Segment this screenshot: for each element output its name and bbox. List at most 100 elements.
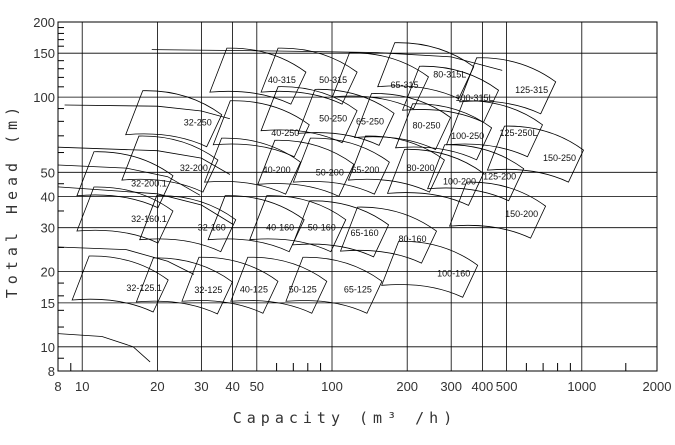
region-label: 40-125 (240, 284, 268, 294)
region-label: 32-200.1 (131, 179, 167, 189)
x-tick-label: 50 (250, 379, 264, 394)
pump-region-50-125 (230, 256, 328, 314)
pump-region-50-200 (257, 139, 355, 197)
pump-region-80-160 (339, 206, 437, 264)
pump-region-80-200 (347, 135, 445, 193)
region-label: 32-125.1 (126, 283, 162, 293)
pump-region-50-315 (260, 47, 358, 105)
pump-region-32-200.1 (76, 151, 174, 209)
region-label: 80-200 (406, 163, 434, 173)
region-label: 80-250 (413, 120, 441, 130)
y-axis-label: Total Head (m) (3, 102, 21, 298)
pump-region-32-125.1 (71, 255, 169, 313)
pump-region-150-250 (486, 125, 584, 183)
x-tick-label: 10 (75, 379, 89, 394)
y-tick-label: 40 (41, 190, 55, 205)
x-tick-label: 40 (225, 379, 239, 394)
region-label: 80-160 (398, 234, 426, 244)
region-label: 40-250 (271, 128, 299, 138)
pump-region-50-250 (260, 86, 358, 144)
pump-region-40-315 (209, 47, 307, 105)
pump-region-100-200 (386, 148, 485, 206)
x-tick-label: 1000 (567, 379, 596, 394)
region-labels: 40-315 50-315 65-315 80-315L 100-315L 125-315… (126, 70, 576, 295)
envelope-curve (64, 104, 231, 120)
pump-region-125-250L (445, 100, 544, 158)
pump-region-150-200 (448, 181, 547, 239)
region-label: 65-315 (390, 80, 418, 90)
envelope-curve (57, 246, 195, 275)
x-tick-label: 500 (496, 379, 518, 394)
region-label: 32-200 (180, 163, 208, 173)
y-tick-label: 150 (33, 46, 55, 61)
pump-region-40-160 (207, 195, 305, 253)
region-label: 100-250 (451, 131, 484, 141)
y-tick-label: 100 (33, 90, 55, 105)
pump-region-65-160 (291, 200, 390, 258)
region-label: 50-250 (319, 114, 347, 124)
curves (57, 42, 584, 363)
region-label: 65-200 (351, 165, 379, 175)
region-label: 40-315 (268, 75, 296, 85)
pump-region-100-160 (381, 240, 479, 298)
region-label: 125-315 (515, 85, 548, 95)
pump-region-32-160.1 (76, 186, 174, 244)
envelope-curve (151, 49, 503, 71)
region-label: 50-200 (316, 167, 344, 177)
pump-region-65-315 (331, 52, 429, 110)
region-label: 100-160 (437, 268, 470, 278)
x-tick-label: 30 (194, 379, 208, 394)
pump-region-50-160 (249, 195, 347, 253)
region-label: 40-200 (263, 165, 291, 175)
pump-region-125-200 (427, 144, 525, 202)
region-label: 100-200 (443, 176, 476, 186)
pump-region-32-160 (139, 195, 237, 253)
region-label: 50-160 (308, 223, 336, 233)
pump-region-40-125 (181, 256, 279, 314)
region-label: 125-250L (499, 128, 537, 138)
pump-region-100-250 (394, 103, 493, 161)
pump-region-40-200 (203, 137, 302, 195)
y-tick-label: 200 (33, 15, 55, 30)
pump-region-65-250 (297, 88, 395, 146)
region-label: 150-200 (505, 209, 538, 219)
x-tick-label: 200 (396, 379, 418, 394)
x-tick-label: 300 (440, 379, 462, 394)
region-label: 80-315L (433, 70, 466, 80)
y-tick-label: 10 (41, 340, 55, 355)
x-tick-label: 20 (150, 379, 164, 394)
region-label: 65-160 (351, 228, 379, 238)
envelope-curve (57, 164, 201, 196)
y-tick-label: 50 (41, 165, 55, 180)
x-tick-label: 8 (54, 379, 61, 394)
pump-region-32-250 (125, 90, 223, 148)
pump-region-65-200 (292, 137, 390, 195)
y-tick-label: 30 (41, 221, 55, 236)
y-tick-label: 20 (41, 265, 55, 280)
pump-region-32-125 (135, 257, 233, 315)
region-label: 100-315L (456, 93, 494, 103)
region-label: 40-160 (266, 223, 294, 233)
region-label: 50-125 (289, 284, 317, 294)
region-label: 50-315 (319, 75, 347, 85)
envelope-curve (57, 186, 233, 225)
pump-region-80-315L (377, 42, 475, 100)
pump-region-40-250 (212, 100, 310, 158)
x-axis-label: Capacity (m³ /h) (233, 409, 458, 427)
region-label: 32-125 (194, 285, 222, 295)
x-tick-label: 2000 (643, 379, 672, 394)
region-label: 32-160 (198, 223, 226, 233)
region-label: 150-250 (543, 153, 576, 163)
region-label: 125-200 (483, 172, 516, 182)
region-label: 65-125 (344, 284, 372, 294)
x-tick-label: 400 (472, 379, 494, 394)
envelope-curve (57, 146, 231, 175)
x-tick-label: 100 (321, 379, 343, 394)
region-label: 32-250 (184, 118, 212, 128)
region-label: 32-160.1 (131, 214, 167, 224)
y-tick-label: 8 (48, 364, 55, 379)
pump-region-32-200 (121, 135, 219, 193)
region-label: 65-250 (356, 116, 384, 126)
